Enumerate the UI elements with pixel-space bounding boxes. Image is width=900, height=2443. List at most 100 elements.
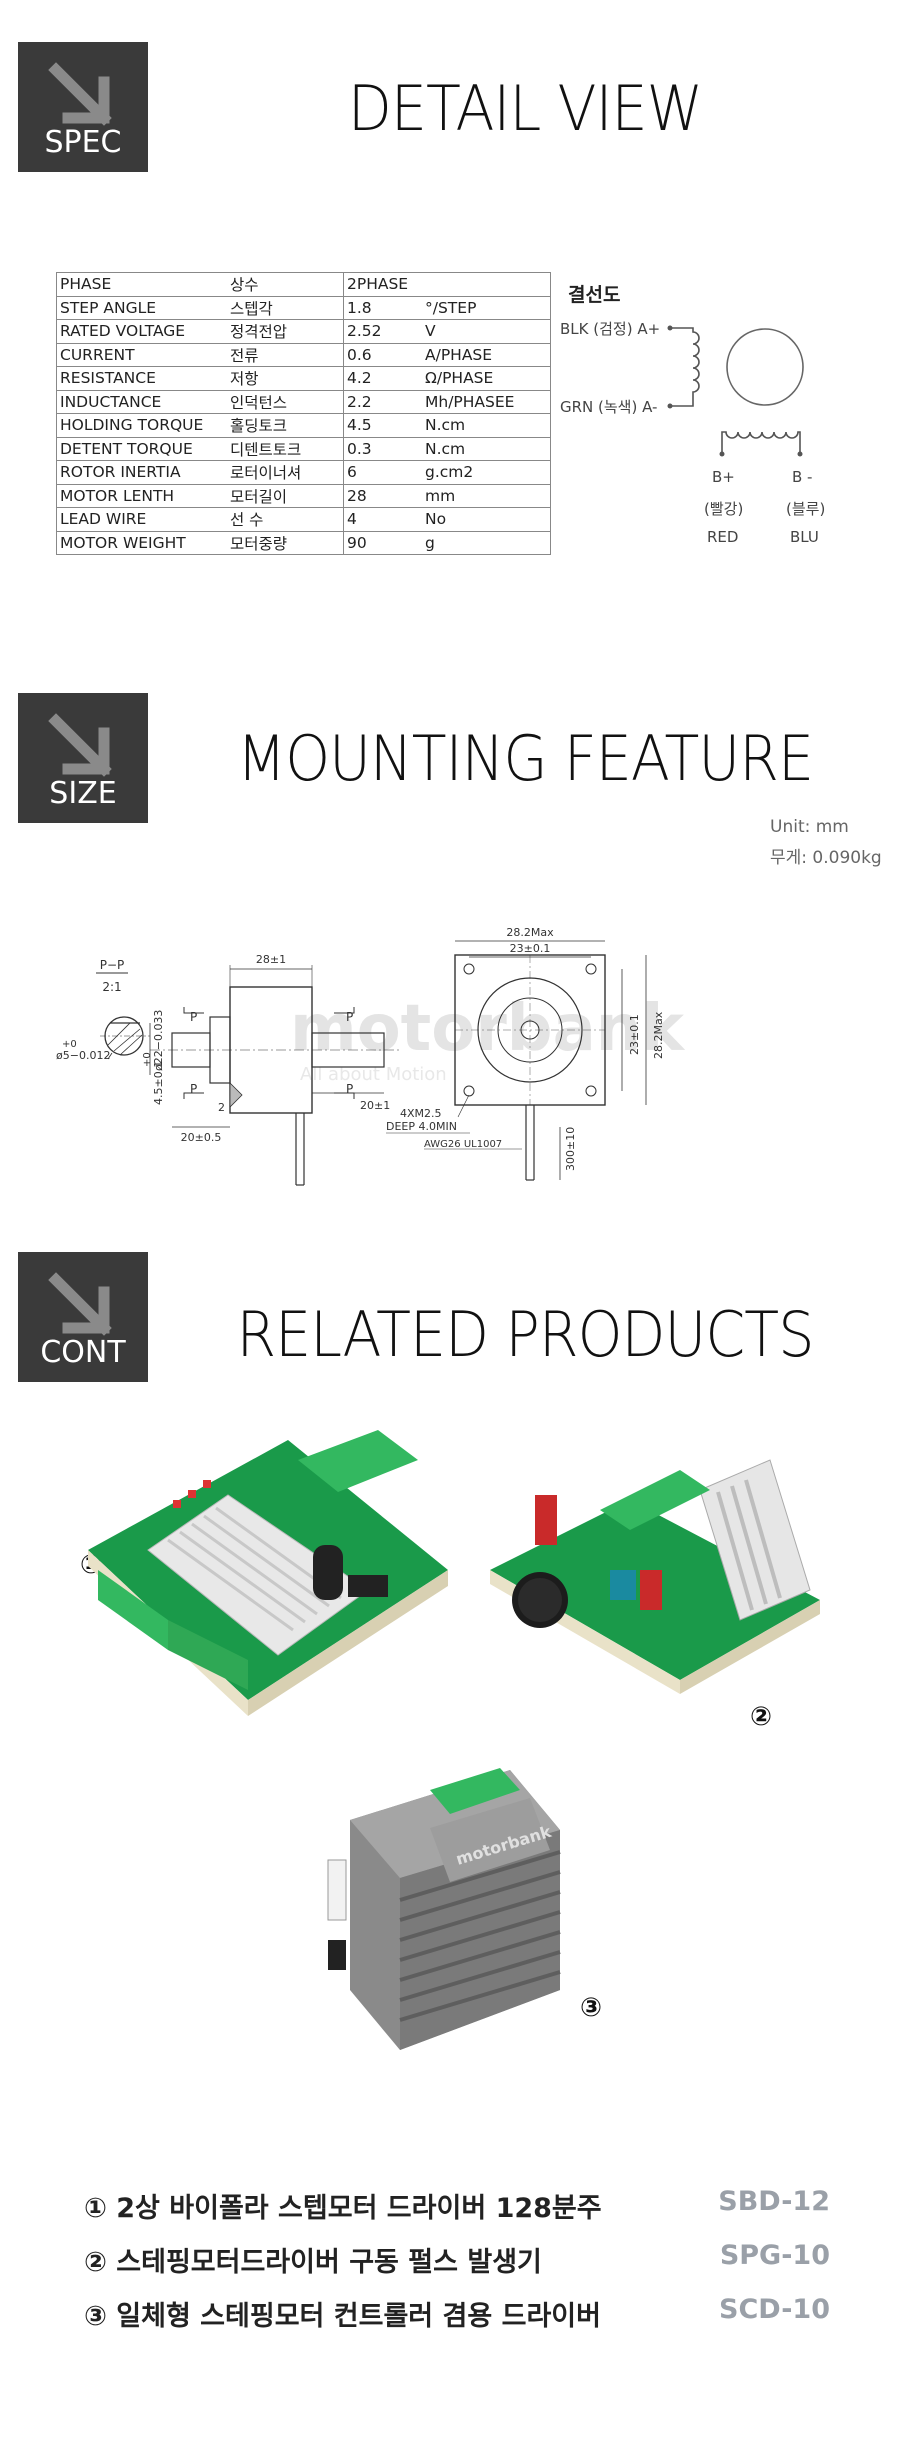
wiring-a-plus: BLK (검정) A+	[560, 320, 661, 338]
spec-cell: 1.8	[343, 295, 422, 320]
spec-cell: 90	[343, 530, 422, 555]
len-shaft: 20±0.5	[181, 1131, 222, 1144]
spec-cell: RATED VOLTAGE	[56, 319, 227, 344]
spec-cell: 스텝각	[227, 295, 344, 320]
cont-badge-label: CONT	[40, 1335, 126, 1370]
spec-cell: MOTOR LENTH	[56, 483, 227, 508]
p-mark-2: P	[190, 1082, 197, 1096]
shaft-dia: ø5−0.012	[56, 1049, 110, 1062]
p-mark-1: P	[190, 1010, 197, 1024]
hole-pitch: 23±0.1	[510, 942, 551, 955]
step-dim: 2	[218, 1101, 225, 1114]
spec-cell: g.cm2	[422, 460, 551, 485]
unit-label: Unit: mm	[770, 817, 849, 837]
product-1-image[interactable]	[78, 1400, 468, 1720]
spec-cell: 4	[343, 507, 422, 532]
boss-tol: +0	[142, 1052, 153, 1067]
spec-badge: SPEC	[18, 42, 148, 172]
wiring-b-plus-kr: (빨강)	[704, 500, 744, 518]
product-1-code[interactable]: SBD-12	[718, 2186, 830, 2217]
wire-len: 300±10	[564, 1127, 577, 1171]
spec-cell: DETENT TORQUE	[56, 436, 227, 461]
spec-cell: 로터이너셔	[227, 460, 344, 485]
spec-cell: A/PHASE	[422, 342, 551, 367]
screw-spec: 4XM2.5	[400, 1107, 442, 1120]
product-3-code[interactable]: SCD-10	[719, 2294, 830, 2325]
product-3-number: ③	[580, 1993, 603, 2023]
spec-cell: 저항	[227, 366, 344, 391]
wiring-b-plus: B+	[712, 468, 735, 486]
spec-cell: 홀딩토크	[227, 413, 344, 438]
spec-cell: 상수	[227, 272, 344, 297]
size-badge: SIZE	[18, 693, 148, 823]
arrow-down-right-icon	[48, 62, 112, 126]
watermark-sub: All about Motion	[300, 1064, 447, 1085]
shaft-tol: +0	[62, 1039, 77, 1050]
spec-cell: 4.5	[343, 413, 422, 438]
spec-cell: g	[422, 530, 551, 555]
spec-cell: V	[422, 319, 551, 344]
spec-cell: PHASE	[56, 272, 227, 297]
spec-cell: Mh/PHASEE	[422, 389, 551, 414]
p-mark-4: P	[346, 1082, 353, 1096]
vert-pitch: 23±0.1	[628, 1014, 641, 1055]
related-products-title: RELATED PRODUCTS	[236, 1298, 814, 1371]
spec-badge-label: SPEC	[44, 125, 122, 160]
spec-cell: 인덕턴스	[227, 389, 344, 414]
spec-cell: 2.52	[343, 319, 422, 344]
len-body: 28±1	[256, 953, 286, 966]
spec-cell: N.cm	[422, 413, 551, 438]
product-1-name[interactable]: ① 2상 바이폴라 스텝모터 드라이버 128분주	[84, 2193, 602, 2224]
spec-cell: mm	[422, 483, 551, 508]
spec-cell: 모터길이	[227, 483, 344, 508]
wiring-title: 결선도	[568, 284, 621, 306]
wire-spec: AWG26 UL1007	[424, 1139, 502, 1150]
wiring-b-plus-en: RED	[707, 528, 739, 546]
cont-badge: CONT	[18, 1252, 148, 1382]
mounting-feature-title: MOUNTING FEATURE	[236, 722, 814, 795]
spec-cell: 디텐트토크	[227, 436, 344, 461]
spec-cell: 전류	[227, 342, 344, 367]
product-2-code[interactable]: SPG-10	[719, 2240, 830, 2271]
spec-cell: ROTOR INERTIA	[56, 460, 227, 485]
spec-cell: 6	[343, 460, 422, 485]
len-rear: 20±1	[360, 1099, 390, 1112]
spec-cell: 모터중량	[227, 530, 344, 555]
spec-cell: 2PHASE	[343, 272, 422, 297]
spec-cell: LEAD WIRE	[56, 507, 227, 532]
spec-cell: INDUCTANCE	[56, 389, 227, 414]
spec-cell: RESISTANCE	[56, 366, 227, 391]
spec-cell: HOLDING TORQUE	[56, 413, 227, 438]
spec-cell: 선 수	[227, 507, 344, 532]
vert-max: 28.2Max	[652, 1011, 665, 1059]
weight-label: 무게: 0.090kg	[770, 848, 882, 868]
wiring-b-minus-en: BLU	[790, 528, 819, 546]
product-2-name[interactable]: ② 스테핑모터드라이버 구동 펄스 발생기	[84, 2247, 542, 2278]
spec-cell: N.cm	[422, 436, 551, 461]
product-3-name[interactable]: ③ 일체형 스테핑모터 컨트롤러 겸용 드라이버	[84, 2301, 601, 2332]
square-max: 28.2Max	[506, 926, 554, 939]
product-2-image[interactable]	[480, 1450, 850, 1710]
product-3-image[interactable]: motorbank	[320, 1760, 580, 2060]
spec-cell: 0.3	[343, 436, 422, 461]
spec-cell: 2.2	[343, 389, 422, 414]
spec-cell: °/STEP	[422, 295, 551, 320]
spec-cell	[422, 272, 551, 297]
spec-cell: 4.2	[343, 366, 422, 391]
spec-cell: 28	[343, 483, 422, 508]
arrow-down-right-icon	[48, 1272, 112, 1336]
spec-cell: Ω/PHASE	[422, 366, 551, 391]
